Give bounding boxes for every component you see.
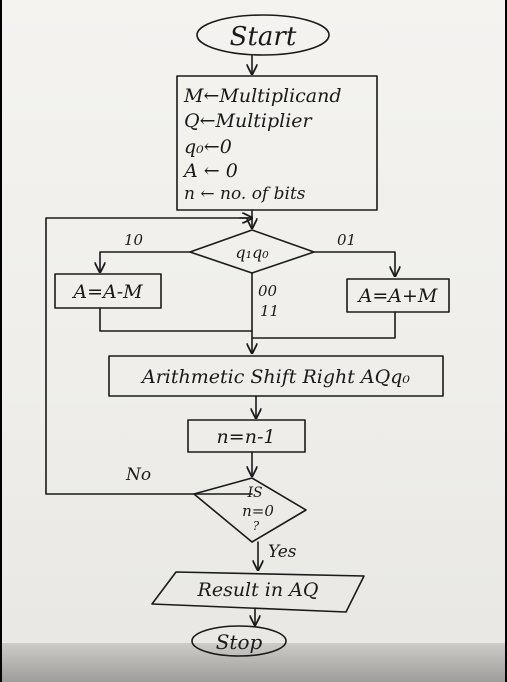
no-label: No bbox=[125, 465, 151, 485]
process-decrement-label: n=n-1 bbox=[217, 426, 276, 448]
process-subtract-shape bbox=[54, 273, 162, 309]
branch-left-line bbox=[100, 251, 191, 272]
process-subtract-label: A=A-M bbox=[71, 281, 143, 303]
video-bottom-shade bbox=[0, 643, 507, 682]
branch-right-line bbox=[313, 251, 395, 276]
init-line-5: n ← no. of bits bbox=[184, 184, 306, 204]
process-shift: Arithmetic Shift Right AQq₀ bbox=[108, 355, 444, 397]
process-add-label: A=A+M bbox=[357, 285, 438, 307]
loop-back-line bbox=[45, 217, 253, 495]
decision-n-zero: IS n=0 ? bbox=[193, 477, 307, 543]
branch-mid-label-1: 00 bbox=[258, 282, 278, 300]
init-box: M←Multiplicand Q←Multiplier q₀←0 A ← 0 n… bbox=[176, 75, 378, 211]
output-result-label: Result in AQ bbox=[197, 579, 319, 601]
decision-q1q0-label: q₁q₀ bbox=[235, 243, 269, 262]
decision-q1q0: q₁q₀ bbox=[189, 229, 315, 274]
stop-label: Stop bbox=[216, 630, 263, 654]
init-line-3: q₀←0 bbox=[184, 136, 232, 158]
process-add: A=A+M bbox=[346, 278, 450, 313]
output-result-shape bbox=[151, 571, 365, 613]
branch-left-label: 10 bbox=[124, 231, 144, 249]
output-result: Result in AQ bbox=[151, 571, 365, 613]
init-line-4: A ← 0 bbox=[182, 160, 238, 182]
branch-mid-label-2: 11 bbox=[260, 302, 279, 320]
init-line-2: Q←Multiplier bbox=[184, 110, 314, 132]
decision-n-zero-line-3: ? bbox=[253, 519, 260, 533]
add-join-line bbox=[251, 311, 396, 339]
yes-label: Yes bbox=[268, 542, 297, 562]
subtract-join-line bbox=[99, 307, 253, 332]
start-label: Start bbox=[230, 22, 297, 52]
init-shape bbox=[176, 75, 378, 211]
decision-n-zero-shape bbox=[193, 477, 307, 543]
decision-n-zero-line-2: n=0 bbox=[242, 502, 274, 520]
process-decrement-shape bbox=[187, 419, 306, 453]
start-shape bbox=[196, 14, 330, 56]
process-add-shape bbox=[346, 278, 450, 313]
process-decrement: n=n-1 bbox=[187, 419, 306, 453]
stop-shape bbox=[191, 625, 287, 657]
start-terminal: Start bbox=[196, 14, 330, 56]
init-line-1: M←Multiplicand bbox=[183, 85, 342, 107]
process-subtract: A=A-M bbox=[54, 273, 162, 309]
process-shift-shape bbox=[108, 355, 444, 397]
branch-right-label: 01 bbox=[337, 231, 356, 249]
process-shift-label: Arithmetic Shift Right AQq₀ bbox=[140, 366, 410, 388]
stop-terminal: Stop bbox=[191, 625, 287, 657]
decision-n-zero-line-1: IS bbox=[246, 485, 262, 501]
